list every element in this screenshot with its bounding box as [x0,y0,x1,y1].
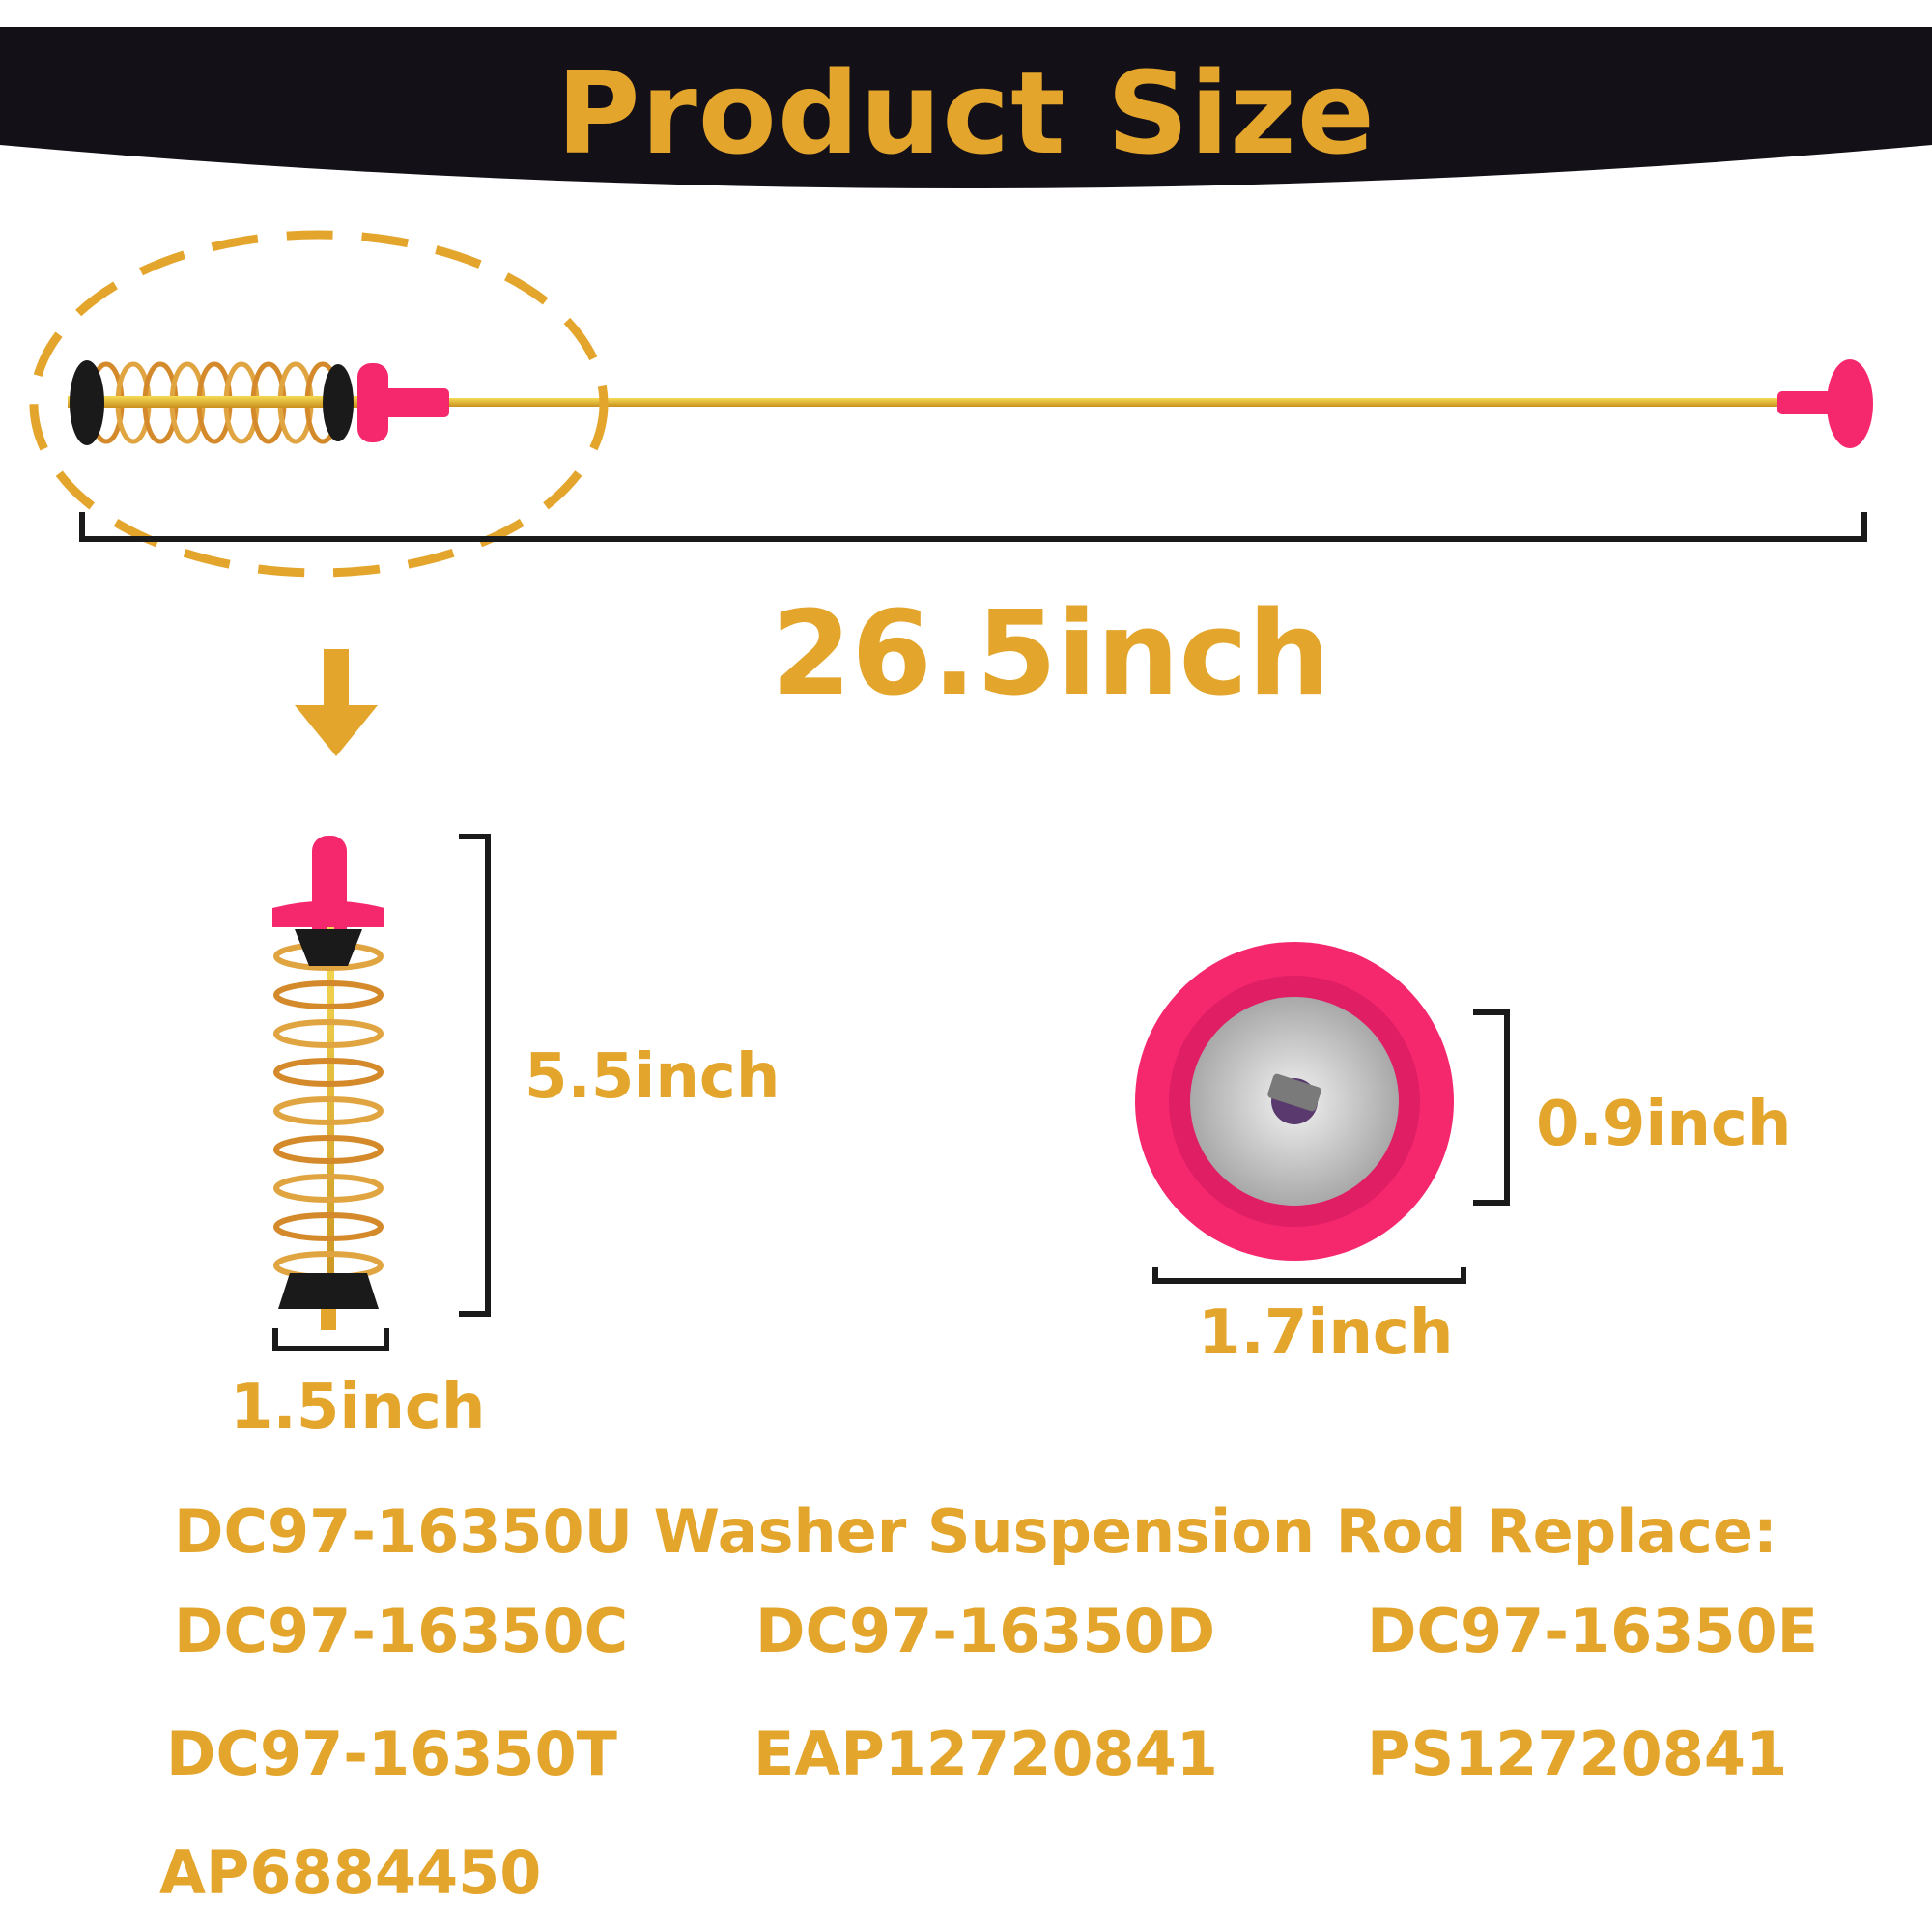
cap-width-bracket [1152,1267,1466,1284]
total-length-label: 26.5inch [771,587,1331,722]
part-number: DC97-16350C [174,1596,629,1666]
part-number: AP6884450 [159,1837,542,1908]
suspension-rod [68,359,1873,448]
spring-length-label: 5.5inch [525,1041,781,1113]
spring-width-bracket [272,1328,389,1351]
cap-width-label: 1.7inch [1198,1297,1454,1369]
spring-width-label: 1.5inch [230,1372,486,1443]
page-title: Product Size [556,46,1376,180]
part-number: DC97-16350E [1367,1596,1819,1666]
down-arrow-icon [295,649,378,756]
length-bracket [79,512,1867,542]
part-number: DC97-16350D [755,1596,1216,1666]
cap-height-bracket [1473,1009,1510,1206]
banner-shape [0,27,1932,188]
cap-height-label: 0.9inch [1536,1089,1792,1160]
part-number: EAP12720841 [753,1719,1218,1789]
compatibility-heading: DC97-16350U Washer Suspension Rod Replac… [174,1496,1777,1567]
spring-closeup [272,836,384,1330]
part-number: PS12720841 [1367,1719,1788,1789]
end-cap [1135,942,1454,1261]
part-number: DC97-16350T [166,1719,617,1789]
dashed-highlight-ellipse [29,230,609,578]
header-banner: Product Size [0,0,1932,203]
spring-length-bracket [459,834,491,1317]
